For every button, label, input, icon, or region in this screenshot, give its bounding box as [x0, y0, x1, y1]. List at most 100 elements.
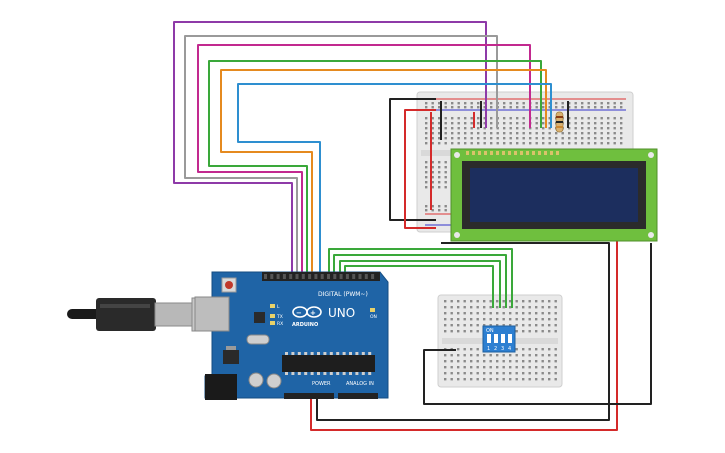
breadboard-hole — [502, 300, 505, 303]
breadboard-hole — [535, 318, 538, 321]
breadboard-hole — [476, 348, 479, 351]
breadboard-hole — [535, 122, 538, 125]
wire-orange[interactable] — [220, 69, 547, 272]
breadboard-hole — [457, 360, 460, 363]
breadboard-hole — [431, 142, 434, 145]
uno-logo-text: UNO — [328, 306, 355, 320]
breadboard-hole — [451, 137, 454, 140]
breadboard-hole — [425, 171, 428, 174]
wire-red-left-rail[interactable] — [404, 109, 436, 229]
wire-magenta[interactable] — [197, 44, 531, 272]
breadboard-hole — [535, 360, 538, 363]
breadboard-hole — [425, 142, 428, 145]
breadboard-hole — [483, 378, 486, 381]
breadboard-hole — [600, 122, 603, 125]
breadboard-hole — [470, 122, 473, 125]
breadboard-hole — [548, 330, 551, 333]
breadboard-hole — [548, 102, 551, 105]
breadboard-hole — [541, 360, 544, 363]
header-pin — [320, 274, 324, 279]
lcd-pin — [472, 151, 475, 155]
breadboard-hole — [431, 117, 434, 120]
breadboard-hole — [444, 324, 447, 327]
breadboard-hole — [529, 127, 532, 130]
wire-green[interactable] — [208, 60, 542, 272]
breadboard-hole — [483, 324, 486, 327]
wire-black-dip-ground[interactable] — [423, 243, 652, 405]
breadboard-hole — [613, 117, 616, 120]
rx-led-label: RX — [277, 321, 283, 327]
breadboard-hole — [444, 306, 447, 309]
wire-green-dip-2[interactable] — [333, 254, 507, 308]
breadboard-hole — [438, 166, 441, 169]
breadboard-hole — [620, 102, 623, 105]
breadboard-hole — [444, 161, 447, 164]
breadboard-hole — [548, 132, 551, 135]
wire-black-left-rail[interactable] — [389, 98, 436, 221]
breadboard-hole — [581, 122, 584, 125]
breadboard-hole — [568, 117, 571, 120]
chip-pin — [368, 372, 372, 375]
breadboard-hole — [438, 161, 441, 164]
breadboard-hole — [529, 142, 532, 145]
breadboard-hole — [555, 137, 558, 140]
arduino-uno-board[interactable]: DIGITAL (PWM~) − + UNO ARDUINO L TX RX O… — [194, 271, 389, 400]
breadboard-hole — [554, 372, 557, 375]
breadboard-hole — [425, 161, 428, 164]
tx-led-label: TX — [276, 314, 283, 320]
breadboard-hole — [515, 348, 518, 351]
breadboard-hole — [607, 137, 610, 140]
breadboard-hole — [516, 122, 519, 125]
breadboard-hole — [483, 318, 486, 321]
breadboard-hole — [425, 166, 428, 169]
wire-green-dip-3[interactable] — [339, 260, 501, 308]
breadboard-hole — [600, 106, 603, 109]
wire-blue[interactable] — [237, 83, 552, 272]
breadboard-hole — [561, 106, 564, 109]
breadboard-hole — [548, 318, 551, 321]
chip-pin — [285, 352, 288, 355]
breadboard-hole — [444, 318, 447, 321]
wire-green-dip-4[interactable] — [344, 265, 494, 308]
breadboard-hole — [463, 354, 466, 357]
dip-switch[interactable]: ON 1 2 3 4 — [482, 325, 516, 353]
analog-label: ANALOG IN — [346, 381, 374, 387]
breadboard-hole — [568, 106, 571, 109]
chip-pins — [285, 352, 372, 375]
resistor[interactable] — [555, 111, 564, 133]
dip-number-3: 3 — [501, 346, 504, 352]
lcd-module[interactable] — [450, 148, 658, 242]
breadboard-hole — [438, 106, 441, 109]
breadboard-hole — [535, 348, 538, 351]
breadboard-hole — [476, 366, 479, 369]
breadboard-hole — [574, 117, 577, 120]
breadboard-hole — [444, 205, 447, 208]
breadboard-hole — [425, 122, 428, 125]
chip-pin — [285, 372, 288, 375]
wire-green-dip-1[interactable] — [328, 248, 513, 308]
breadboard-hole — [476, 318, 479, 321]
breadboard-hole — [502, 366, 505, 369]
breadboard-hole — [463, 306, 466, 309]
breadboard-hole — [457, 117, 460, 120]
wire-gray[interactable] — [184, 35, 498, 272]
breadboard-hole — [620, 142, 623, 145]
breadboard-hole — [496, 137, 499, 140]
wire-purple[interactable] — [173, 21, 487, 272]
breadboard-hole — [451, 142, 454, 145]
breadboard-hole — [503, 102, 506, 105]
breadboard-hole — [470, 312, 473, 315]
breadboard-hole — [457, 122, 460, 125]
breadboard-hole — [470, 348, 473, 351]
breadboard-hole — [509, 142, 512, 145]
breadboard-hole — [535, 306, 538, 309]
wire-black-ground[interactable] — [316, 242, 610, 421]
breadboard-hole — [522, 348, 525, 351]
breadboard-hole — [522, 122, 525, 125]
breadboard-hole — [425, 127, 428, 130]
lcd-pin — [466, 151, 469, 155]
breadboard-hole — [554, 348, 557, 351]
wire-red-power[interactable] — [310, 238, 618, 431]
breadboard-hole — [542, 106, 545, 109]
breadboard-hole — [568, 127, 571, 130]
